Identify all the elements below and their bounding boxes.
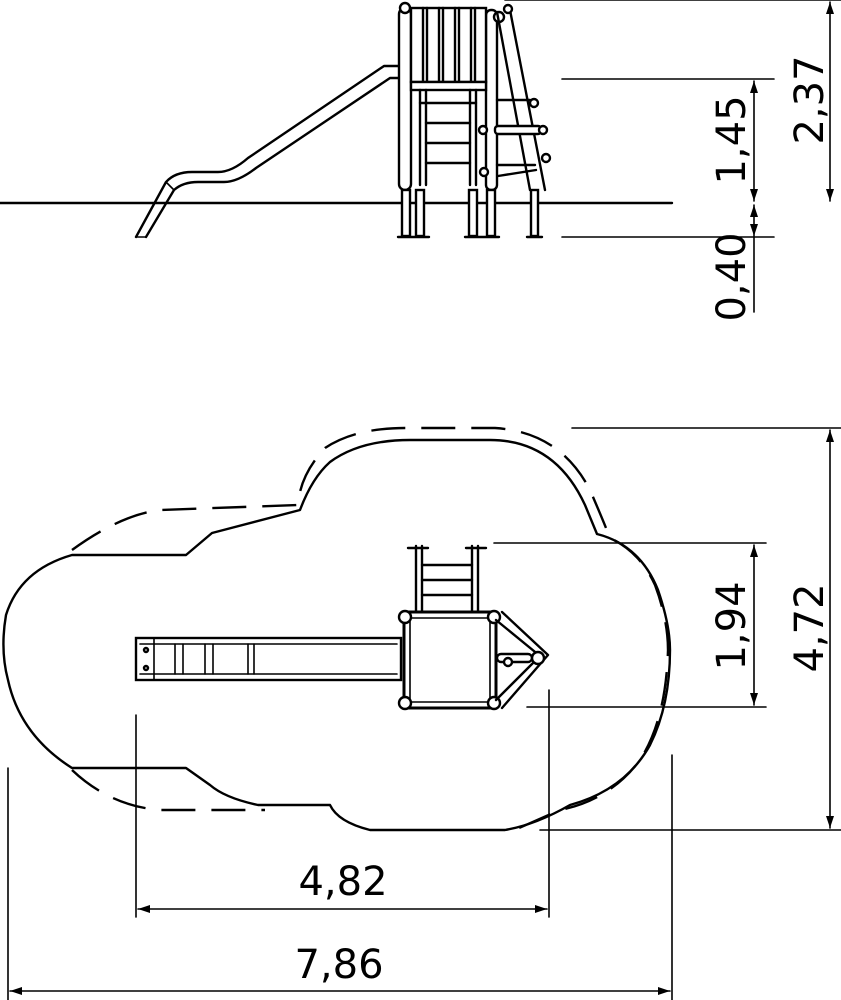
dim-foundation-depth: 0,40	[709, 232, 755, 321]
plan-dimensions: 1,94 4,72 4,82 7,86	[7, 427, 841, 1000]
dim-tower-depth: 1,94	[709, 581, 755, 670]
tower-side	[396, 1, 552, 239]
fall-zone-dashed-outline	[71, 426, 670, 834]
dim-total-length: 7,86	[294, 942, 383, 988]
slide-side	[134, 64, 404, 239]
side-elevation-view: 2,37 1,45 0,40	[0, 0, 841, 322]
dim-total-depth: 4,72	[787, 583, 833, 672]
dim-platform-height: 1,45	[709, 95, 755, 184]
dim-total-height: 2,37	[787, 55, 833, 144]
plan-view: 1,94 4,72 4,82 7,86	[2, 426, 841, 1000]
side-dimensions: 2,37 1,45 0,40	[504, 0, 841, 322]
slide-plan	[134, 636, 403, 682]
safety-zone-outline	[2, 438, 672, 832]
tower-plan	[397, 544, 550, 711]
dim-play-length: 4,82	[298, 859, 387, 905]
